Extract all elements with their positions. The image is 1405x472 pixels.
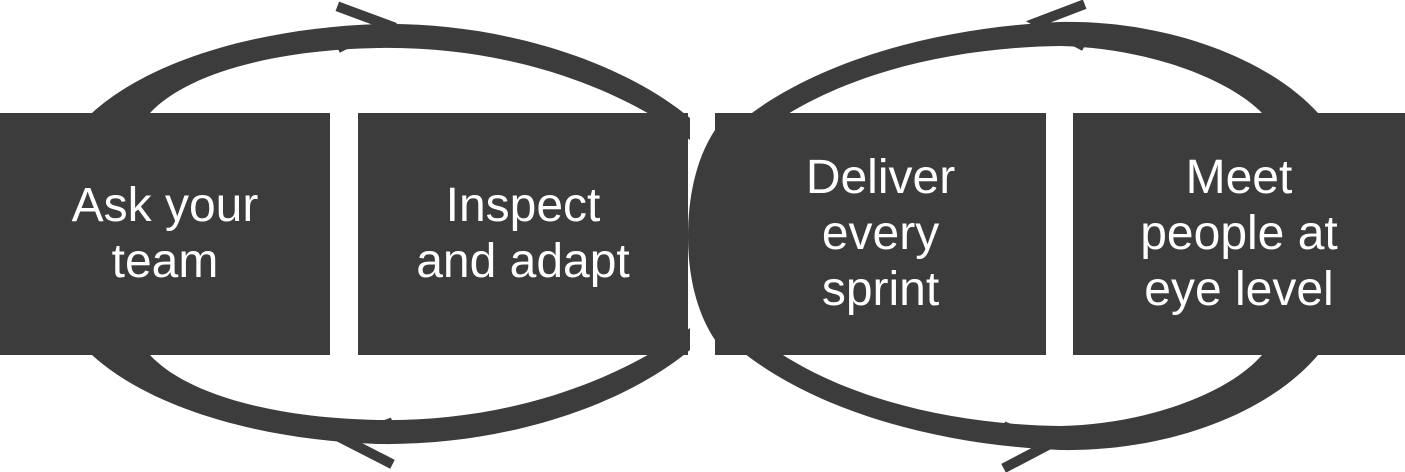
arrow-left-icon: [1025, 0, 1087, 51]
left-cycle-loop: [92, 23, 690, 445]
step-box-inspect-and-adapt: Inspect and adapt: [358, 113, 688, 355]
step-label: Ask your team: [71, 179, 259, 288]
right-top-arc: [720, 21, 1318, 150]
arrow-right-icon: [1001, 421, 1063, 472]
right-cycle-loop: [688, 21, 1318, 451]
arrow-left-icon: [332, 417, 395, 469]
step-label: Meet people at eye level: [1140, 151, 1338, 316]
left-arrowheads: [332, 1, 398, 469]
step-label: Inspect and adapt: [416, 179, 630, 288]
right-arrowheads: [1001, 0, 1087, 472]
center-join: [688, 130, 715, 340]
right-bottom-arc: [720, 322, 1318, 451]
step-box-ask-your-team: Ask your team: [0, 113, 330, 355]
step-box-deliver-every-sprint: Deliver every sprint: [715, 113, 1046, 355]
left-bottom-arc: [92, 328, 690, 445]
left-top-arc: [92, 23, 690, 141]
arrow-right-icon: [335, 1, 398, 53]
step-box-meet-people-at-eye-level: Meet people at eye level: [1073, 113, 1405, 355]
step-label: Deliver every sprint: [805, 151, 956, 316]
